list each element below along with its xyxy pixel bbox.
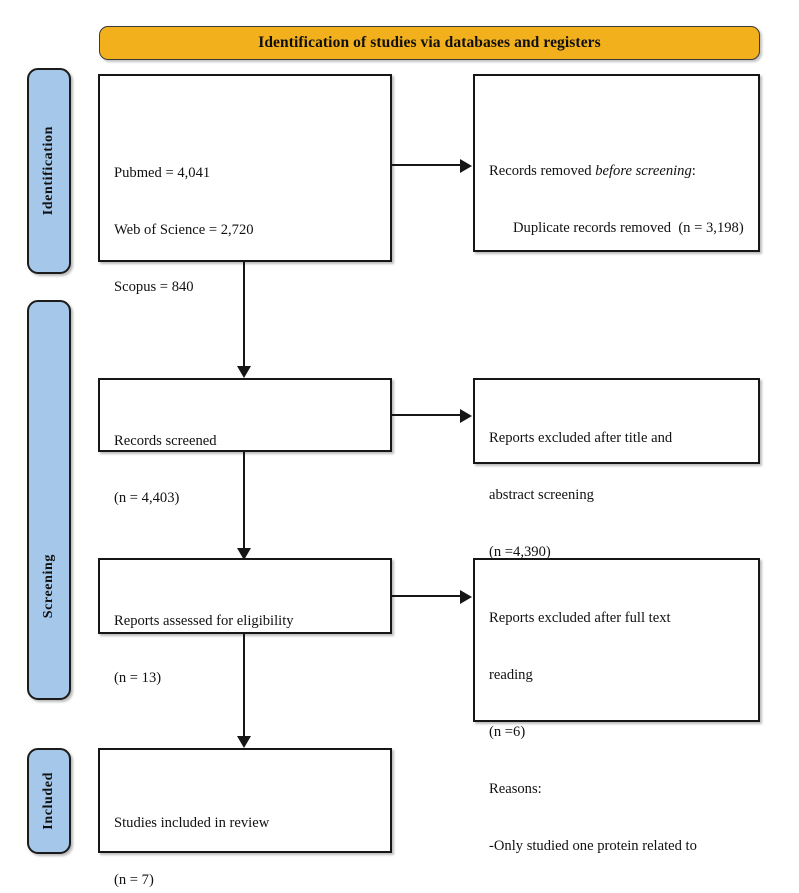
duplicate-records-removed: Duplicate records removed (n = 3,198) — [513, 219, 744, 236]
arrowhead-eligible-to-excluded-full — [460, 590, 472, 604]
box-records-screened-text: Records screened (n = 4,403) — [114, 394, 380, 546]
records-removed-colon: : — [691, 162, 696, 179]
diagram-header-banner: Identification of studies via databases … — [99, 26, 760, 60]
records-removed-heading: Records removed before screening: — [489, 162, 748, 181]
connector-eligible-to-excluded-full — [392, 595, 461, 598]
eligibility-label: Reports assessed for eligibility — [114, 612, 294, 629]
eligibility-count: (n = 13) — [114, 669, 162, 686]
records-screened-count: (n = 4,403) — [114, 489, 180, 506]
excluded-title-line2: abstract screening — [489, 486, 594, 503]
connector-sources-to-screened — [243, 262, 246, 368]
studies-included-label: Studies included in review — [114, 814, 270, 831]
box-records-screened: Records screened (n = 4,403) — [98, 378, 392, 506]
box-reports-assessed-eligibility: Reports assessed for eligibility (n = 13… — [98, 558, 392, 686]
box-excluded-full-text: Reports excluded after full text reading… — [473, 558, 760, 854]
excluded-full-count: (n =6) — [489, 723, 526, 740]
box-database-sources: Pubmed = 4,041 Web of Science = 2,720 Sc… — [98, 74, 392, 295]
source-scopus: Scopus = 840 — [114, 278, 194, 295]
excluded-title-line1: Reports excluded after title and — [489, 429, 673, 446]
stage-label-included: Included — [41, 772, 56, 830]
box-studies-included: Studies included in review (n = 7) — [98, 748, 392, 888]
records-removed-lead: Records removed — [489, 162, 596, 179]
diagram-title: Identification of studies via databases … — [258, 34, 601, 51]
box-excluded-full-text-text: Reports excluded after full text reading… — [489, 571, 748, 893]
excluded-full-line2: reading — [489, 666, 533, 683]
connector-screened-to-eligible — [243, 452, 246, 548]
box-records-removed: Records removed before screening: Duplic… — [473, 74, 760, 252]
box-studies-included-text: Studies included in review (n = 7) — [114, 776, 380, 893]
arrowhead-screened-to-excluded-title — [460, 409, 472, 423]
records-screened-label: Records screened — [114, 432, 217, 449]
connector-sources-to-removed — [392, 164, 461, 167]
source-pubmed: Pubmed = 4,041 — [114, 164, 211, 181]
box-excluded-title-abstract-text: Reports excluded after title and abstrac… — [489, 391, 748, 600]
connector-screened-to-excluded-title — [392, 414, 461, 417]
excluded-title-count: (n =4,390) — [489, 543, 551, 560]
arrowhead-eligible-to-included — [237, 736, 251, 748]
stage-tab-identification: Identification — [27, 68, 71, 274]
box-database-sources-text: Pubmed = 4,041 Web of Science = 2,720 Sc… — [114, 126, 380, 335]
arrowhead-screened-to-eligible — [237, 548, 251, 560]
stage-label-identification: Identification — [41, 126, 56, 216]
arrowhead-sources-to-screened — [237, 366, 251, 378]
arrowhead-sources-to-removed — [460, 159, 472, 173]
stage-tab-included: Included — [27, 748, 71, 854]
excluded-full-reason-1a: -Only studied one protein related to — [489, 837, 697, 854]
studies-included-count: (n = 7) — [114, 871, 154, 888]
stage-label-screening: Screening — [41, 553, 56, 619]
excluded-full-reasons-label: Reasons: — [489, 780, 542, 797]
stage-tab-screening: Screening — [27, 300, 71, 700]
excluded-full-line1: Reports excluded after full text — [489, 609, 671, 626]
source-web-of-science: Web of Science = 2,720 — [114, 221, 254, 238]
box-records-removed-text: Records removed before screening: Duplic… — [489, 124, 748, 257]
connector-eligible-to-included — [243, 634, 246, 738]
records-removed-emphasis: before screening — [595, 162, 692, 179]
box-reports-assessed-text: Reports assessed for eligibility (n = 13… — [114, 574, 380, 726]
box-excluded-title-abstract: Reports excluded after title and abstrac… — [473, 378, 760, 560]
